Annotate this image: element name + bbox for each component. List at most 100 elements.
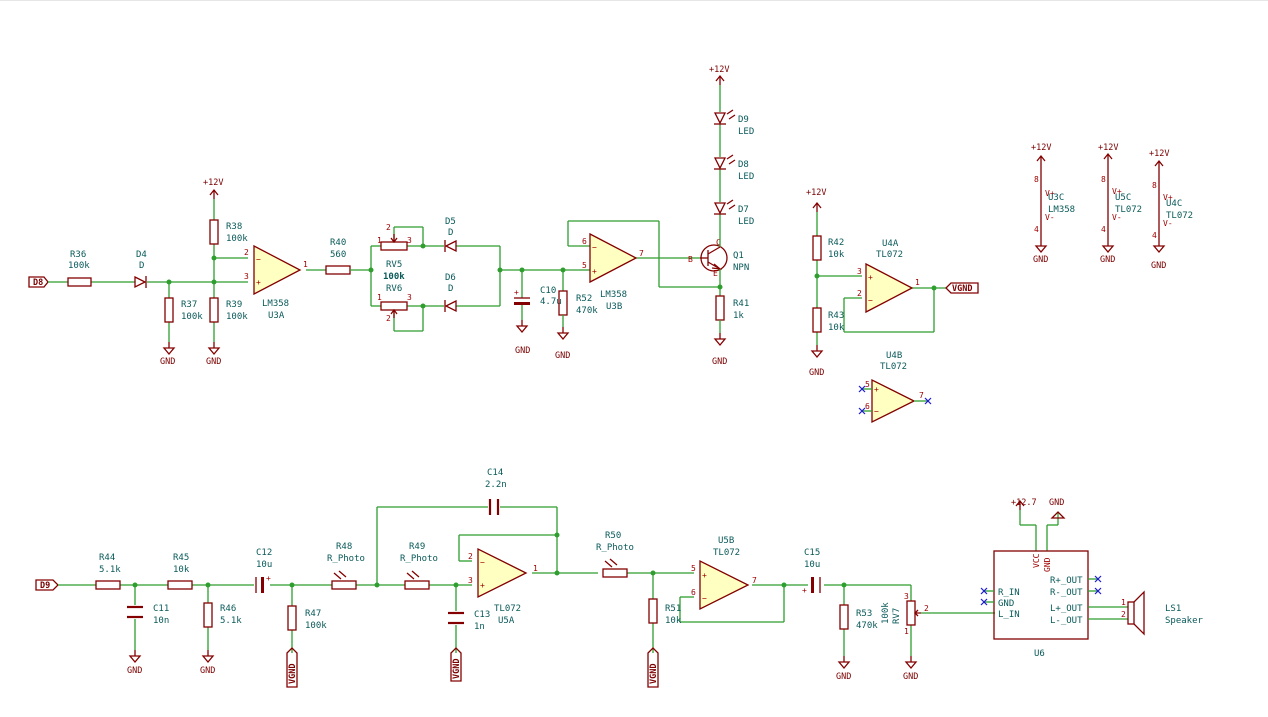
svg-text:7: 7: [752, 576, 757, 585]
svg-text:V+: V+: [1045, 189, 1055, 198]
svg-text:GND: GND: [1100, 255, 1115, 265]
resistor-r37: R37 100k GND: [160, 297, 203, 367]
svg-text:1: 1: [377, 293, 382, 302]
svg-text:D8: D8: [738, 160, 749, 170]
opamp-u4b: + − 5 6 7 U4B TL072: [858, 351, 932, 424]
svg-text:470k: 470k: [856, 621, 878, 631]
svg-text:560: 560: [330, 250, 346, 260]
svg-text:1: 1: [915, 278, 920, 287]
svg-text:GND: GND: [1043, 557, 1052, 572]
resistor-r40: R40 560: [325, 238, 351, 275]
svg-text:C: C: [716, 238, 721, 247]
svg-text:2: 2: [244, 248, 249, 257]
svg-text:+: +: [266, 574, 271, 583]
svg-text:R53: R53: [856, 609, 872, 619]
svg-text:GND: GND: [515, 346, 530, 356]
svg-text:+12V: +12V: [203, 178, 223, 188]
svg-text:R38: R38: [226, 222, 242, 232]
svg-text:3: 3: [407, 236, 412, 245]
svg-text:5: 5: [865, 380, 870, 389]
svg-text:+: +: [256, 278, 261, 287]
svg-text:TL072: TL072: [713, 548, 740, 558]
svg-text:5: 5: [582, 261, 587, 270]
resistor-r47: R47 100k: [287, 605, 327, 631]
photoresistor-r49: R49 R_Photo: [400, 542, 438, 590]
svg-text:D: D: [448, 228, 453, 238]
svg-text:GND: GND: [903, 672, 918, 682]
svg-text:2: 2: [1121, 610, 1126, 619]
svg-text:V-: V-: [1045, 213, 1055, 222]
svg-text:R47: R47: [305, 609, 321, 619]
svg-text:D: D: [139, 261, 144, 271]
wires-top-left: [48, 199, 326, 342]
wires-u4a: +12V GND: [806, 188, 946, 378]
svg-text:C13: C13: [474, 610, 490, 620]
svg-text:GND: GND: [712, 357, 727, 367]
svg-text:U3A: U3A: [268, 311, 285, 321]
svg-text:U4B: U4B: [886, 351, 902, 361]
svg-text:10u: 10u: [256, 560, 272, 570]
photoresistor-r48: R48 R_Photo: [327, 542, 365, 590]
svg-text:2: 2: [468, 552, 473, 561]
svg-text:C10: C10: [540, 286, 556, 296]
svg-text:TL072: TL072: [880, 362, 907, 372]
svg-text:R36: R36: [70, 250, 86, 260]
resistor-r53: GND R53 470k: [836, 604, 878, 682]
svg-text:E: E: [713, 269, 718, 278]
diode-d4: D4 D: [134, 250, 147, 289]
wires-pots: [350, 226, 580, 332]
svg-text:R48: R48: [336, 542, 352, 552]
svg-text:V-: V-: [1112, 213, 1122, 222]
svg-text:VGND: VGND: [952, 284, 972, 294]
svg-text:7: 7: [919, 391, 924, 400]
opamp-u4a: + − 3 2 1 U4A TL072: [857, 239, 920, 314]
svg-text:Q1: Q1: [733, 251, 744, 261]
svg-text:5.1k: 5.1k: [220, 616, 242, 626]
svg-text:8: 8: [1101, 175, 1106, 184]
svg-text:B: B: [688, 255, 693, 264]
wires-bottom: [58, 506, 995, 656]
capacitor-c13: C13 1n: [448, 610, 490, 632]
svg-text:GND: GND: [809, 368, 824, 378]
svg-text:U6: U6: [1034, 649, 1045, 659]
resistor-r43: R43 10k: [812, 307, 845, 333]
svg-text:R52: R52: [576, 294, 592, 304]
svg-text:LED: LED: [738, 217, 754, 227]
svg-text:GND: GND: [1033, 255, 1048, 265]
svg-text:R45: R45: [173, 553, 189, 563]
svg-text:2: 2: [386, 223, 391, 232]
svg-text:R43: R43: [828, 311, 844, 321]
svg-text:LM358: LM358: [262, 299, 289, 309]
svg-text:470k: 470k: [576, 306, 598, 316]
opamp-u3a: − + 2 3 1 LM358 U3A: [244, 244, 308, 321]
svg-text:R_Photo: R_Photo: [327, 554, 365, 564]
svg-text:D8: D8: [33, 278, 43, 288]
svg-text:U5A: U5A: [498, 616, 515, 626]
svg-text:RV7: RV7: [892, 608, 902, 624]
net-label-vgnd-2: VGND: [450, 647, 462, 682]
net-label-d8: D8: [28, 276, 49, 288]
svg-text:R44: R44: [99, 553, 115, 563]
svg-text:RV6: RV6: [386, 284, 402, 294]
svg-text:V+: V+: [1112, 187, 1122, 196]
led-chain: +12V: [709, 65, 729, 296]
svg-text:100k: 100k: [226, 312, 248, 322]
svg-text:5.1k: 5.1k: [99, 565, 121, 575]
svg-text:R39: R39: [226, 300, 242, 310]
svg-text:−: −: [702, 594, 707, 603]
opamp-u5b: + − 5 6 7 U5B TL072: [691, 536, 757, 611]
svg-text:RV5: RV5: [386, 260, 402, 270]
svg-text:GND: GND: [836, 672, 851, 682]
svg-text:R+_OUT: R+_OUT: [1050, 576, 1083, 586]
svg-text:Speaker: Speaker: [1165, 616, 1204, 626]
svg-text:4.7u: 4.7u: [540, 297, 562, 307]
svg-text:VGND: VGND: [452, 659, 462, 679]
svg-text:+12V: +12V: [1031, 143, 1051, 153]
svg-text:R51: R51: [665, 604, 681, 614]
svg-text:1: 1: [1121, 598, 1126, 607]
svg-text:R37: R37: [181, 300, 197, 310]
led-d7: D7 LED: [713, 199, 754, 227]
svg-text:1: 1: [303, 260, 308, 269]
svg-text:4: 4: [1152, 231, 1157, 240]
power-unit-u5c: +12V GND 8 4 V+ V- U5C TL072: [1098, 143, 1142, 265]
